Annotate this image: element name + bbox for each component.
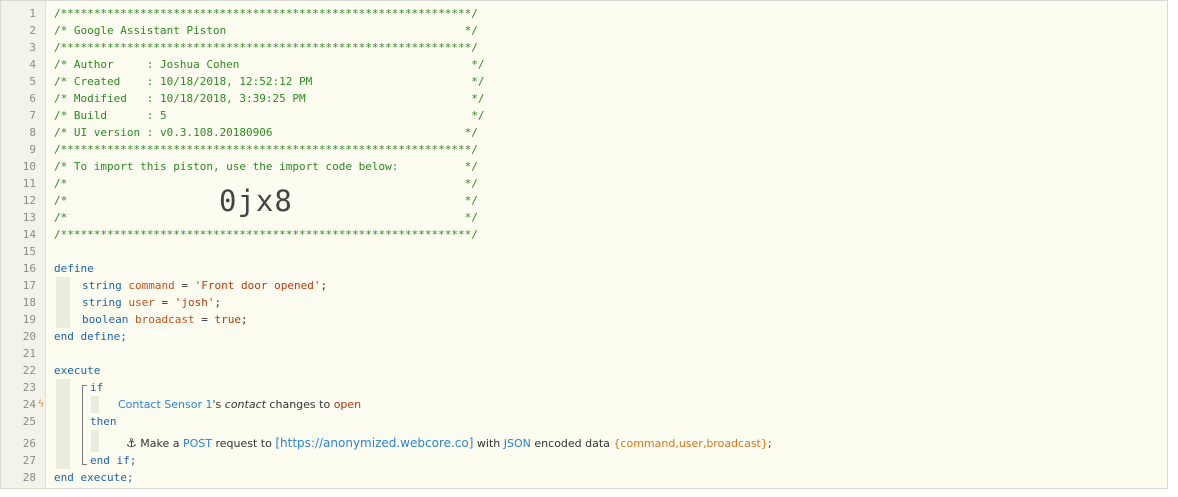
define-indent-guide <box>56 277 70 328</box>
anchor-icon: ⚓ <box>126 436 137 450</box>
header-title: /* Google Assistant Piston */ <box>54 24 478 37</box>
line-number: 28 <box>22 471 36 484</box>
line-number: 21 <box>22 347 36 360</box>
end-execute-keyword[interactable]: end execute; <box>54 471 134 484</box>
line-number: 4 <box>29 58 36 71</box>
line-number: 8 <box>29 126 36 139</box>
line-number-gutter <box>1 1 46 488</box>
line-number: 18 <box>22 296 36 309</box>
line-number: 17 <box>22 279 36 292</box>
http-method: POST <box>182 437 212 450</box>
header-blank-line: /* */ <box>54 194 478 207</box>
header-import-note: /* To import this piston, use the import… <box>54 160 478 173</box>
then-indent-guide <box>91 430 99 452</box>
line-number: 25 <box>22 415 36 428</box>
line-number: 1 <box>29 7 36 20</box>
import-code[interactable]: 0jx8 <box>219 184 293 218</box>
header-author: /* Author : Joshua Cohen */ <box>54 58 485 71</box>
line-number: 20 <box>22 330 36 343</box>
line-number: 23 <box>22 381 36 394</box>
header-border: /***************************************… <box>54 228 478 241</box>
variable-declaration-command[interactable]: string command = 'Front door opened'; <box>82 279 328 292</box>
request-data: {command,user,broadcast} <box>613 437 768 450</box>
line-number: 10 <box>22 160 36 173</box>
header-blank-line: /* */ <box>54 177 478 190</box>
line-number: 5 <box>29 75 36 88</box>
line-number: 16 <box>22 262 36 275</box>
line-number: 26 <box>22 437 36 450</box>
line-number: 6 <box>29 92 36 105</box>
header-modified: /* Modified : 10/18/2018, 3:39:25 PM */ <box>54 92 485 105</box>
if-block-bracket <box>82 385 83 465</box>
variable-declaration-user[interactable]: string user = 'josh'; <box>82 296 222 309</box>
http-request-action[interactable]: ⚓ Make a POST request to [https://anonym… <box>126 436 772 450</box>
line-number: 24 <box>22 398 36 411</box>
header-build: /* Build : 5 */ <box>54 109 485 122</box>
condition-attribute: contact <box>224 398 266 411</box>
line-number: 9 <box>29 143 36 156</box>
end-if-keyword[interactable]: end if; <box>90 454 137 467</box>
header-border: /***************************************… <box>54 7 478 20</box>
request-url: [https://anonymized.webcore.co] <box>275 436 474 450</box>
if-bracket-bottom <box>82 464 87 465</box>
condition-value: open <box>333 398 362 411</box>
header-border: /***************************************… <box>54 143 478 156</box>
line-number: 14 <box>22 228 36 241</box>
line-number: 13 <box>22 211 36 224</box>
trigger-bolt-icon: ϟ <box>38 399 45 410</box>
line-number: 22 <box>22 364 36 377</box>
line-number: 15 <box>22 245 36 258</box>
if-bracket-top <box>82 385 87 386</box>
define-keyword[interactable]: define <box>54 262 94 275</box>
line-number: 19 <box>22 313 36 326</box>
variable-declaration-broadcast[interactable]: boolean broadcast = true; <box>82 313 248 326</box>
if-keyword[interactable]: if <box>90 381 104 394</box>
execute-keyword[interactable]: execute <box>54 364 101 377</box>
header-border: /***************************************… <box>54 41 478 54</box>
request-format: JSON <box>503 437 531 450</box>
header-blank-line: /* */ <box>54 211 478 224</box>
condition-device: Contact Sensor 1 <box>118 398 213 411</box>
execute-indent-guide <box>56 379 70 469</box>
line-number: 27 <box>22 454 36 467</box>
header-ui-version: /* UI version : v0.3.108.20180906 */ <box>54 126 478 139</box>
line-number: 11 <box>22 177 36 190</box>
condition-statement[interactable]: Contact Sensor 1's contact changes to op… <box>118 398 362 411</box>
then-keyword[interactable]: then <box>90 415 117 428</box>
if-indent-guide <box>91 396 99 413</box>
line-number: 12 <box>22 194 36 207</box>
end-define-keyword[interactable]: end define; <box>54 330 127 343</box>
line-number: 7 <box>29 109 36 122</box>
line-number: 3 <box>29 41 36 54</box>
line-number: 2 <box>29 24 36 37</box>
header-created: /* Created : 10/18/2018, 12:52:12 PM */ <box>54 75 485 88</box>
